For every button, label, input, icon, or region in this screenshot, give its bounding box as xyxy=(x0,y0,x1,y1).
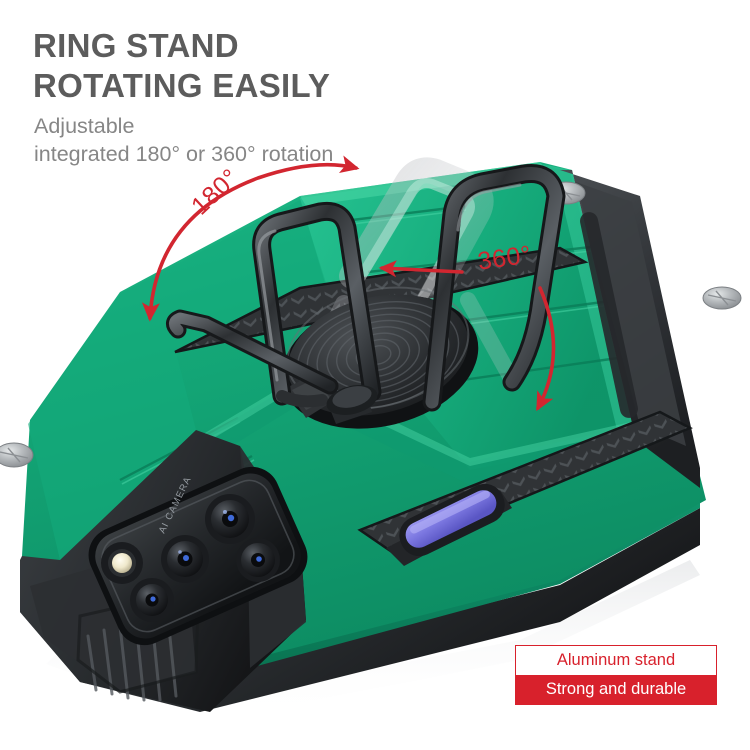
page-title: RING STAND ROTATING EASILY xyxy=(33,26,503,106)
arrow-360 xyxy=(536,286,556,412)
ring-stand-hinge xyxy=(326,385,378,415)
screw-left xyxy=(0,442,34,468)
arrow-180 xyxy=(141,155,360,322)
camera-lens-1 xyxy=(205,494,255,544)
page-subtitle: Adjustable integrated 180° or 360° rotat… xyxy=(34,112,504,168)
camera-lens-4 xyxy=(130,578,174,622)
ring-stand-loop-right[interactable] xyxy=(422,163,566,412)
screw-mid-right xyxy=(702,286,742,310)
headline-line-1: RING STAND xyxy=(33,27,239,64)
feature-badge: Aluminum stand Strong and durable xyxy=(515,645,717,705)
headline-line-2: ROTATING EASILY xyxy=(33,67,331,104)
arrow-ring-pointer xyxy=(378,260,464,278)
power-button[interactable] xyxy=(386,477,512,566)
camera-module: AI CAMERA xyxy=(88,466,308,646)
camera-lens-2 xyxy=(236,538,280,582)
badge-subtitle: Strong and durable xyxy=(516,675,716,704)
subheadline-line-2: integrated 180° or 360° rotation xyxy=(34,142,334,166)
badge-title: Aluminum stand xyxy=(516,646,716,675)
camera-lens-3 xyxy=(161,535,209,583)
annotation-arrows xyxy=(141,155,556,412)
camera-flash xyxy=(101,542,143,584)
subheadline-line-1: Adjustable xyxy=(34,114,135,138)
